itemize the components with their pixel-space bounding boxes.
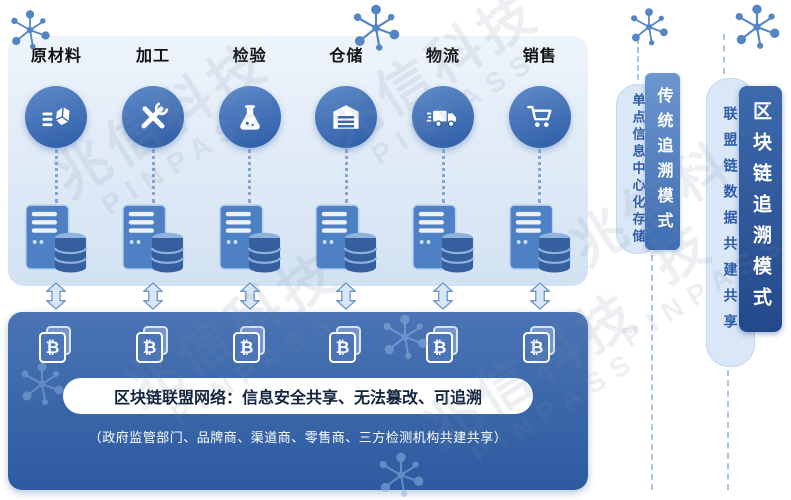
block-document-icon: ₿ xyxy=(232,326,265,363)
double-arrow-icon xyxy=(529,282,550,310)
traditional-mode-label: 传统追溯模式 xyxy=(654,86,672,237)
blockchain-mode-label: 区块链追溯模式 xyxy=(750,100,771,318)
stage-column-raw-material: 原材料 xyxy=(8,36,105,286)
block-icon-row: ₿ ₿ ₿ ₿ ₿ ₿ xyxy=(8,312,588,366)
block-document-icon: ₿ xyxy=(39,326,72,363)
truck-icon xyxy=(412,86,475,148)
blockchain-mode-ribbon: 区块链追溯模式 xyxy=(739,86,782,332)
dotted-connector xyxy=(248,149,252,203)
tools-icon xyxy=(122,86,184,148)
dotted-connector xyxy=(441,149,445,203)
block-document-icon: ₿ xyxy=(329,326,362,363)
svg-text:₿: ₿ xyxy=(433,338,447,358)
warehouse-icon xyxy=(315,86,378,148)
alliance-subtitle: （政府监管部门、品牌商、渠道商、零售商、三方检测机构共建共享） xyxy=(88,430,508,445)
stage-columns: 原材料 加工 检验 仓储 xyxy=(8,36,588,286)
double-arrow-icon xyxy=(143,282,163,310)
stage-label: 原材料 xyxy=(30,48,82,65)
double-arrow-icon xyxy=(239,282,260,310)
svg-text:₿: ₿ xyxy=(239,338,253,358)
svg-text:₿: ₿ xyxy=(46,338,60,358)
stage-label: 销售 xyxy=(522,48,557,65)
server-database-icon xyxy=(508,204,571,273)
dashed-line xyxy=(651,255,653,490)
block-document-icon: ₿ xyxy=(426,326,459,363)
double-arrow-icon xyxy=(336,282,357,310)
stage-label: 物流 xyxy=(426,48,461,65)
server-database-icon xyxy=(122,204,185,273)
supply-chain-panel xyxy=(8,36,588,286)
svg-text:₿: ₿ xyxy=(143,338,157,358)
cart-icon xyxy=(508,86,571,148)
server-database-icon xyxy=(315,204,378,273)
stage-column-warehouse: 仓储 xyxy=(298,36,395,286)
stage-label: 仓储 xyxy=(329,48,364,65)
stage-column-sales: 销售 xyxy=(491,36,588,286)
dashed-line xyxy=(727,370,729,490)
blockchain-mode-note-text: 联盟链数据共建共享 xyxy=(722,105,739,340)
stage-column-processing: 加工 xyxy=(105,36,202,286)
block-document-icon: ₿ xyxy=(522,326,555,363)
dashed-line xyxy=(637,38,639,80)
flask-icon xyxy=(218,86,281,148)
stage-column-logistics: 物流 xyxy=(395,36,492,286)
stage-column-inspection: 检验 xyxy=(201,36,298,286)
svg-text:₿: ₿ xyxy=(529,338,543,358)
traditional-mode-note-text: 单点信息中心化存储 xyxy=(630,92,646,246)
alliance-title: 区块链联盟网络：信息安全共享、无法篡改、可追溯 xyxy=(63,378,533,414)
server-database-icon xyxy=(25,204,88,273)
dotted-connector xyxy=(151,149,155,203)
double-arrow-icon xyxy=(433,282,454,310)
traditional-mode-ribbon: 传统追溯模式 xyxy=(645,73,680,250)
dotted-connector xyxy=(538,149,542,203)
molecule-icon xyxy=(735,4,780,49)
blockchain-alliance-box: ₿ ₿ ₿ ₿ ₿ ₿ 区块链联盟网络：信息安全共享、无法篡改、可追溯 （政府监… xyxy=(8,312,588,490)
block-document-icon: ₿ xyxy=(136,326,168,363)
stage-label: 检验 xyxy=(232,48,267,65)
svg-text:₿: ₿ xyxy=(336,338,350,358)
raw-material-icon xyxy=(25,86,88,148)
dotted-connector xyxy=(54,149,58,203)
dotted-connector xyxy=(344,149,348,203)
server-database-icon xyxy=(412,204,475,273)
arrow-row xyxy=(8,282,588,310)
double-arrow-icon xyxy=(46,282,67,310)
dashed-line xyxy=(723,34,725,74)
stage-label: 加工 xyxy=(136,48,171,65)
server-database-icon xyxy=(218,204,281,273)
molecule-icon xyxy=(631,8,668,46)
